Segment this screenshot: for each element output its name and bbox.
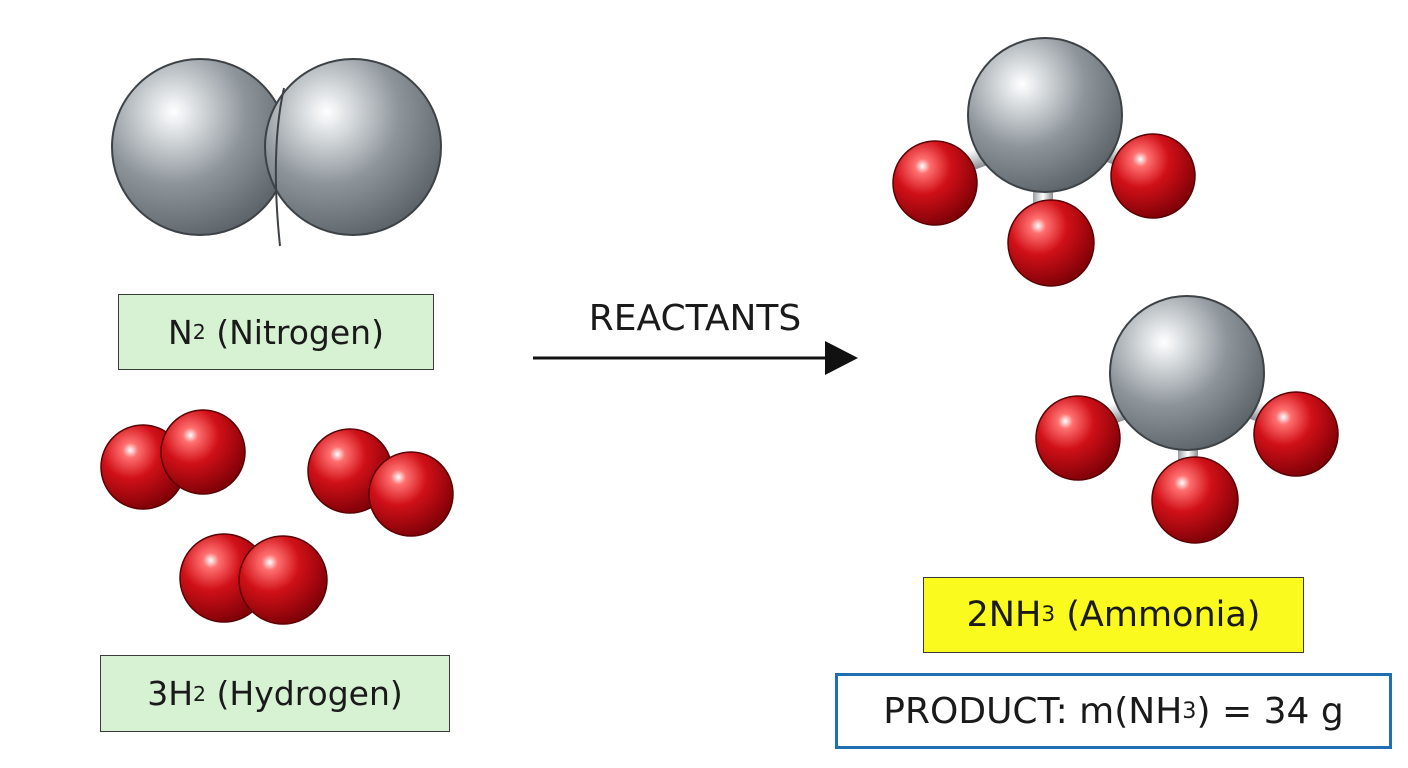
diatomic-hydrogen-icon [307,428,454,537]
ammonia-molecule-icon [1035,295,1339,544]
ammonia-molecule-icon [892,37,1196,287]
diatomic-nitrogen-icon [111,58,442,247]
arrow-label: REACTANTS [588,298,802,339]
diatomic-hydrogen-icon [179,533,328,625]
nitrogen-prefix: N [168,312,193,352]
product-mass-prefix: PRODUCT: m(NH [883,690,1183,732]
product-mass-suffix: ) = 34 g [1196,690,1344,732]
diatomic-hydrogen-icon [100,409,246,510]
hydrogen-suffix: (Hydrogen) [206,674,403,713]
hydrogen-prefix: 3H [147,674,194,713]
ammonia-prefix: 2NH [966,595,1042,635]
ammonia-suffix: (Ammonia) [1055,595,1261,635]
right-arrow-icon [533,341,858,375]
nitrogen-suffix: (Nitrogen) [205,312,384,352]
